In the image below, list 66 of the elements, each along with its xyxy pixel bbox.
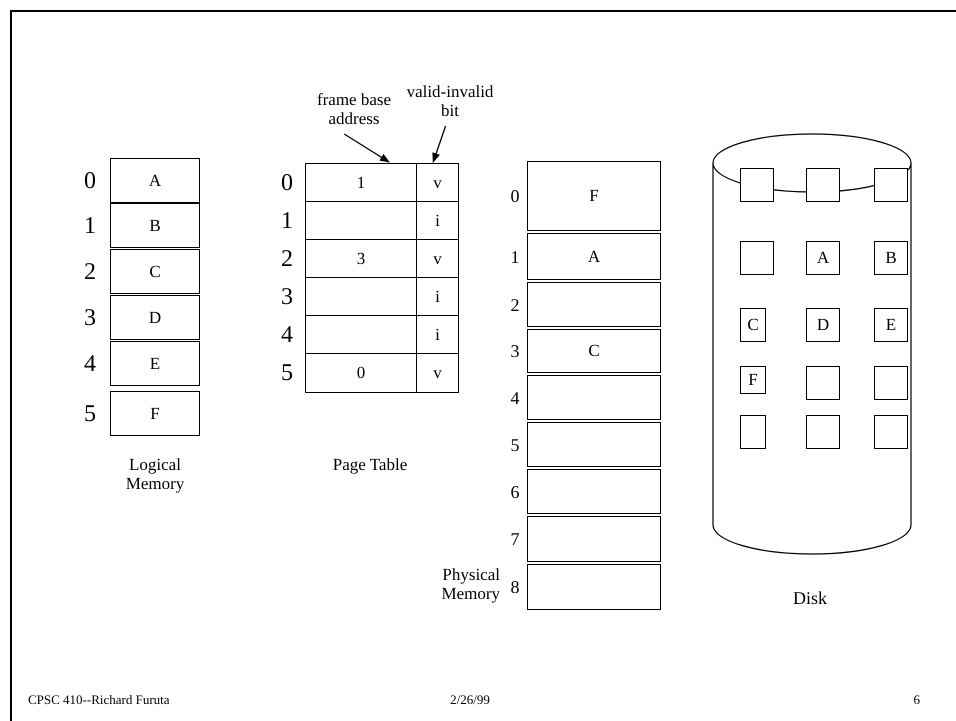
- disk-caption: Disk: [792, 587, 828, 610]
- disk-page: [806, 366, 840, 400]
- index-number: 8: [510, 576, 520, 599]
- memory-cell: C: [110, 249, 200, 294]
- leader-arrow: [344, 133, 390, 163]
- index-number: 4: [280, 322, 294, 348]
- memory-cell: D: [110, 295, 200, 340]
- index-number: 5: [83, 400, 97, 426]
- memory-cell: B: [110, 203, 200, 248]
- memory-cell: F: [527, 161, 661, 231]
- valid-bit-cell: v: [416, 163, 459, 202]
- section-caption: Page Table: [332, 455, 408, 474]
- frame-number-cell: 0: [305, 353, 417, 393]
- index-number: 4: [510, 386, 520, 410]
- disk-page: F: [740, 366, 766, 394]
- memory-cell: [527, 564, 661, 610]
- memory-cell: [527, 422, 661, 467]
- disk-page: [874, 366, 908, 400]
- memory-cell: C: [527, 329, 661, 373]
- index-number: 3: [280, 284, 294, 310]
- disk-page: [874, 168, 908, 202]
- memory-cell: E: [110, 341, 200, 386]
- column-caption: frame base address: [305, 88, 403, 130]
- disk-page: A: [806, 241, 840, 275]
- disk-page: [740, 168, 774, 202]
- disk-page: [806, 415, 840, 449]
- index-number: 7: [510, 528, 520, 551]
- index-number: 2: [280, 246, 294, 272]
- memory-cell: A: [527, 233, 661, 280]
- disk-page: [806, 168, 840, 202]
- section-caption: Physical Memory: [440, 565, 500, 603]
- page-number: 6: [912, 691, 920, 709]
- index-number: 2: [83, 258, 97, 284]
- index-number: 1: [510, 246, 520, 268]
- index-number: 1: [280, 208, 294, 234]
- index-number: 5: [280, 360, 294, 386]
- index-number: 0: [510, 185, 520, 208]
- index-number: 6: [510, 480, 520, 504]
- frame-number-cell: 1: [305, 163, 417, 202]
- disk-page: [740, 241, 774, 275]
- index-number: 1: [83, 212, 97, 238]
- memory-cell: [527, 469, 661, 514]
- memory-cell: [527, 516, 661, 562]
- leader-arrow: [432, 126, 446, 163]
- index-number: 0: [280, 170, 294, 196]
- index-number: 3: [83, 304, 97, 330]
- index-number: 5: [510, 434, 520, 456]
- index-number: 2: [510, 294, 520, 316]
- valid-bit-cell: v: [416, 353, 459, 393]
- footer-text: CPSC 410--Richard Furuta: [28, 691, 171, 709]
- section-caption: Logical Memory: [124, 455, 186, 493]
- index-number: 0: [83, 168, 97, 194]
- footer-date: 2/26/99: [449, 691, 491, 709]
- memory-cell: [527, 375, 661, 420]
- disk-page: D: [806, 308, 840, 342]
- index-number: 3: [510, 340, 520, 363]
- disk-page: [874, 415, 908, 449]
- memory-cell: F: [110, 391, 200, 436]
- disk-page: C: [740, 308, 766, 342]
- disk-page: B: [874, 241, 908, 275]
- memory-cell: [527, 282, 661, 327]
- disk-page: [740, 415, 766, 449]
- column-caption: valid-invalid bit: [406, 80, 494, 122]
- index-number: 4: [83, 350, 97, 376]
- memory-cell: A: [110, 158, 200, 203]
- disk-page: E: [874, 308, 908, 342]
